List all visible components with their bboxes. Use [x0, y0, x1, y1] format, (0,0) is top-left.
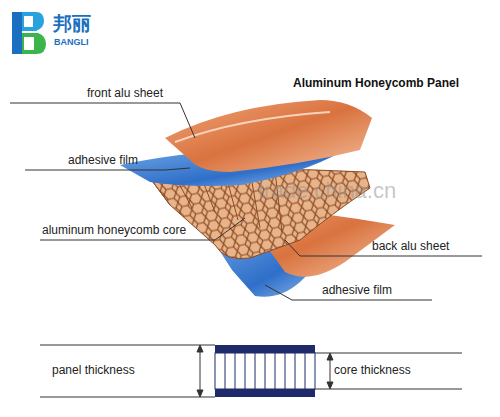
- diagram-title: Aluminum Honeycomb Panel: [293, 77, 459, 91]
- dimension-label: core thickness: [334, 364, 411, 378]
- part-label: front alu sheet: [87, 87, 163, 101]
- brand-name: BANGLI: [54, 37, 89, 47]
- dimension-lines: [40, 345, 462, 397]
- logo-mark: [12, 12, 46, 54]
- dimension-label: panel thickness: [52, 364, 135, 378]
- front-alu-sheet: [165, 100, 372, 172]
- part-label: aluminum honeycomb core: [42, 224, 186, 238]
- part-label: adhesive film: [322, 284, 392, 298]
- brand-name: 邦丽: [53, 13, 91, 35]
- panel-section: [215, 345, 315, 397]
- leader-lines: [10, 103, 482, 300]
- part-label: adhesive film: [68, 154, 138, 168]
- watermark: trade.china.cn: [258, 178, 396, 203]
- part-label: back alu sheet: [372, 240, 449, 254]
